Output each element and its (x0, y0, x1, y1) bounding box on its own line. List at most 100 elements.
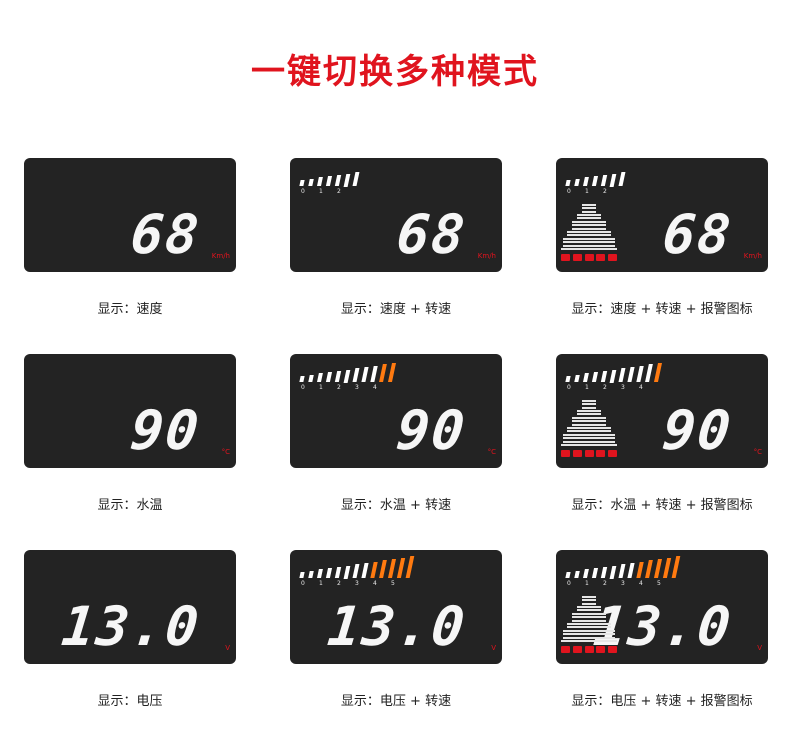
rpm-tick (565, 180, 571, 186)
rpm-scale-label: 0 (301, 188, 305, 195)
rpm-tick (645, 560, 653, 578)
warning-icon (584, 450, 594, 457)
rpm-tick (352, 172, 360, 186)
rpm-tick (325, 568, 333, 578)
warning-icon (608, 450, 617, 457)
rpm-tick (600, 174, 608, 186)
rpm-scale-label: 1 (319, 384, 323, 391)
rpm-scale-label: 3 (355, 384, 359, 391)
rpm-scale-label: 1 (585, 188, 589, 195)
hud-main-value: 90 (393, 399, 470, 462)
rpm-scale-label: 2 (337, 580, 341, 587)
alarm-bar (582, 203, 596, 206)
rpm-tick (662, 557, 672, 578)
rpm-tick (574, 570, 580, 578)
rpm-tick (370, 365, 378, 382)
hud-display-panel: 90 °C (24, 354, 236, 468)
warning-icon (572, 646, 582, 653)
alarm-bar (567, 427, 611, 429)
alarm-bar (572, 224, 606, 227)
alarm-bar (582, 210, 596, 213)
alarm-bar (572, 616, 606, 619)
alarm-bar (572, 416, 606, 419)
warning-icon (561, 450, 570, 457)
hud-unit-label: V (225, 644, 230, 652)
hud-unit-label: °C (753, 448, 762, 456)
page-title: 一键切换多种模式 (251, 52, 539, 92)
alarm-bar (563, 636, 615, 639)
rpm-scale-label: 4 (373, 580, 377, 587)
mode-caption: 显示：速度 + 转速 (340, 302, 452, 317)
alarm-bar (582, 595, 596, 598)
rpm-tick (299, 180, 305, 186)
rpm-tick (627, 366, 635, 382)
rpm-tick (352, 564, 360, 578)
rpm-tick (618, 172, 626, 186)
mode-caption: 显示：电压 (97, 694, 163, 709)
alarm-bar (563, 437, 615, 440)
rpm-tick (591, 372, 599, 382)
alarm-bar (567, 623, 611, 625)
alarm-bar (577, 217, 601, 220)
alarm-bar (567, 430, 611, 433)
rpm-tick (618, 564, 626, 578)
mode-caption: 显示：水温 + 转速 (340, 498, 452, 513)
hud-main-value: 68 (659, 203, 736, 266)
rpm-tick (600, 566, 608, 578)
alarm-bar (572, 619, 606, 622)
alarm-bar (582, 403, 596, 406)
hud-unit-label: °C (221, 448, 230, 456)
hud-main-value: 13.0 (58, 595, 204, 658)
rpm-tick (325, 176, 333, 186)
rpm-tick (361, 562, 369, 578)
alarm-bar (567, 231, 611, 233)
alarm-bar (582, 207, 596, 210)
rpm-tick (379, 560, 387, 578)
rpm-tick (308, 570, 314, 578)
rpm-tick (317, 569, 323, 578)
rpm-tick (574, 374, 580, 382)
rpm-scale-label: 1 (585, 580, 589, 587)
warning-icon (596, 646, 606, 653)
alarm-bar (563, 433, 615, 436)
mode-caption: 显示：水温 + 转速 + 报警图标 (571, 498, 753, 513)
alarm-bar (577, 609, 601, 612)
warning-icon (584, 646, 594, 653)
rpm-scale-label: 4 (639, 384, 643, 391)
alarm-bar (572, 420, 606, 423)
alarm-icons-row (561, 450, 617, 458)
hud-unit-label: V (491, 644, 496, 652)
rpm-tick (591, 176, 599, 186)
rpm-tick (317, 177, 323, 186)
mode-caption: 显示：电压 + 转速 + 报警图标 (571, 694, 753, 709)
alarm-bar (567, 234, 611, 237)
warning-icon (572, 450, 582, 457)
warning-icon (596, 254, 606, 261)
rpm-tick (308, 178, 314, 186)
rpm-scale-label: 2 (603, 188, 607, 195)
rpm-tick (334, 174, 342, 186)
alarm-bar (577, 606, 601, 608)
rpm-scale-label: 0 (567, 580, 571, 587)
alarm-bar (561, 444, 617, 446)
rpm-tick (308, 374, 314, 382)
hud-unit-label: Km/h (743, 252, 762, 260)
alarm-bar (563, 244, 615, 247)
warning-icon (561, 254, 570, 261)
warning-icon (608, 646, 617, 653)
rpm-tick (334, 566, 342, 578)
mode-caption: 显示：速度 + 转速 + 报警图标 (571, 302, 753, 317)
hud-main-value: 90 (127, 399, 204, 462)
rpm-tick (645, 364, 653, 382)
hud-unit-label: V (757, 644, 762, 652)
rpm-tick (387, 363, 397, 382)
alarm-bar (582, 399, 596, 402)
rpm-tick (653, 363, 663, 382)
